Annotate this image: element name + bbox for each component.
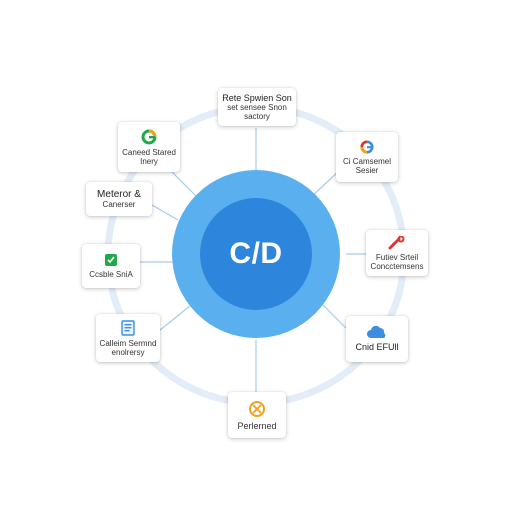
node-card-mid-left[interactable]: Meteror & Canerser (86, 182, 152, 216)
node-card-left[interactable]: Ccsble SniA (82, 244, 140, 288)
node-card-top[interactable]: Rete Spwien Son set sensee Snon sactory (218, 88, 296, 126)
hub-label: C/D (229, 237, 283, 270)
node-card-bottom-right[interactable]: Cnid EFUll (346, 316, 408, 362)
google-g-icon (360, 139, 374, 154)
key-icon (388, 235, 406, 250)
node-mid-left-line2: Canerser (102, 200, 136, 209)
cloud-icon (366, 325, 388, 339)
connector-bottom-right (319, 301, 347, 329)
node-card-bottom[interactable]: Perlerned (228, 392, 286, 438)
node-mid-left-line1: Meteror & (97, 189, 141, 200)
node-top-title: Rete Spwien Son (222, 92, 292, 103)
node-top-right-line1: Ci Camsemel (342, 156, 391, 166)
connector-top-left (171, 171, 201, 201)
node-top-left-line1: Caneed Stared (122, 147, 176, 157)
node-top-line3: sactory (244, 111, 270, 121)
google-g-icon (141, 129, 157, 145)
node-top-left-line2: Inery (140, 156, 158, 166)
node-card-top-left[interactable]: Caneed Stared Inery (118, 122, 180, 172)
node-bottom-left-line2: enolrersy (111, 347, 145, 357)
gear-cross-icon (248, 400, 266, 418)
connectors (140, 128, 368, 392)
connector-bottom-left (159, 305, 191, 331)
node-top-right-line2: Sesier (355, 165, 379, 175)
node-card-right[interactable]: Futiev Srteil Concctemsens (366, 230, 428, 276)
node-right-line1: Futiev Srteil (375, 252, 419, 262)
node-bottom-left-line1: Calleim Sermnd (99, 338, 157, 348)
node-card-bottom-left[interactable]: Calleim Sermnd enolrersy (96, 314, 160, 362)
node-bottom-right-line1: Cnid EFUll (355, 342, 399, 352)
node-right-line2: Concctemsens (370, 261, 424, 271)
hub-inner-circle (200, 198, 312, 310)
node-card-top-right[interactable]: Ci Camsemel Sesier (336, 132, 398, 182)
node-bottom-line1: Perlerned (237, 420, 277, 431)
green-app-icon (104, 253, 118, 267)
connector-mid-left (151, 204, 179, 221)
document-icon (121, 319, 135, 336)
node-top-line2: set sensee Snon (227, 102, 287, 112)
node-left-line1: Ccsble SniA (89, 270, 133, 279)
connector-top-right (309, 169, 341, 199)
